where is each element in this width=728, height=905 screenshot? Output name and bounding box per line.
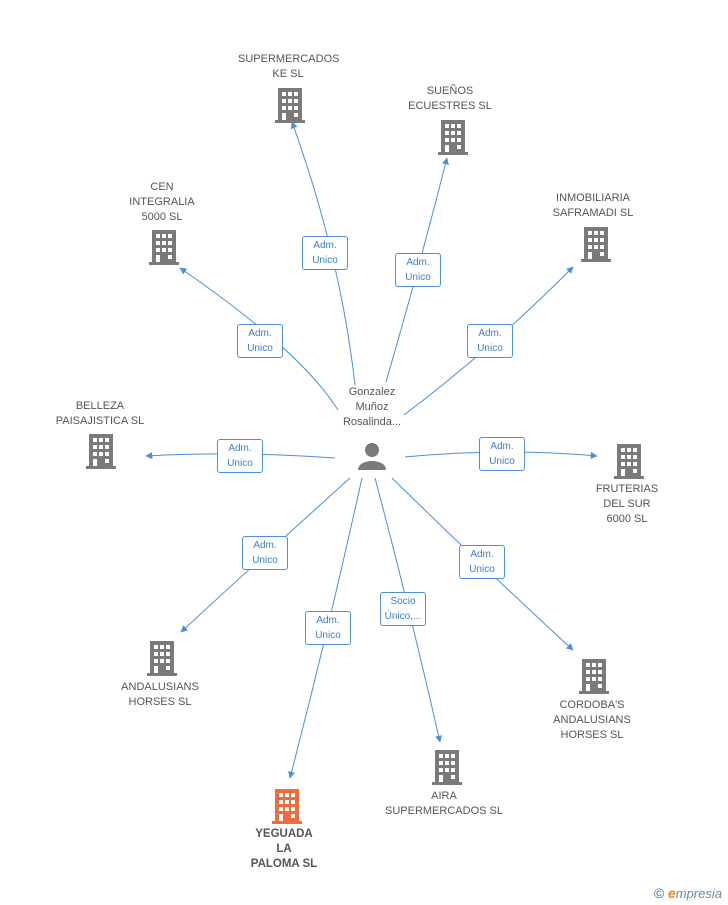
role-badge-yeguada-la-paloma: Adm. Unico [305, 611, 351, 645]
copyright-symbol: © [654, 885, 665, 901]
building-icon[interactable] [581, 227, 611, 262]
building-icon[interactable] [438, 120, 468, 155]
role-badge-supermercados-ke: Adm. Unico [302, 236, 348, 270]
company-label-suenos-ecuestres[interactable]: SUEÑOS ECUESTRES SL [408, 85, 492, 112]
company-label-cordobas-andalusians[interactable]: CORDOBA'S ANDALUSIANS HORSES SL [553, 699, 631, 741]
building-icon[interactable] [614, 444, 644, 479]
company-label-inmobiliaria-saframadi[interactable]: INMOBILIARIA SAFRAMADI SL [552, 192, 634, 219]
person-icon [358, 443, 386, 470]
building-icon[interactable] [86, 434, 116, 469]
building-icon[interactable] [272, 789, 302, 824]
role-badge-inmobiliaria-saframadi: Adm. Unico [467, 324, 513, 358]
building-icon[interactable] [275, 88, 305, 123]
role-badge-cen-integralia: Adm. Unico [237, 324, 283, 358]
company-label-supermercados-ke[interactable]: SUPERMERCADOS KE SL [238, 53, 340, 80]
building-icon[interactable] [432, 750, 462, 785]
company-label-yeguada-la-paloma[interactable]: YEGUADA LA PALOMA SL [250, 828, 318, 870]
role-badge-belleza-paisajistica: Adm. Unico [217, 439, 263, 473]
building-icon[interactable] [149, 230, 179, 265]
role-badge-andalusians-horses: Adm. Unico [242, 536, 288, 570]
role-badge-fruterias-del-sur: Adm. Unico [479, 437, 525, 471]
role-badge-aira-supermercados: Socio Único,... [380, 592, 426, 626]
brand-logo-e: e [667, 885, 676, 901]
role-badge-suenos-ecuestres: Adm. Unico [395, 253, 441, 287]
brand-watermark: © empresia [654, 885, 722, 901]
company-label-aira-supermercados[interactable]: AIRA SUPERMERCADOS SL [385, 790, 503, 817]
company-label-belleza-paisajistica[interactable]: BELLEZA PAISAJISTICA SL [55, 400, 145, 427]
center-person-name[interactable]: Gonzalez Muñoz Rosalinda... [342, 386, 402, 428]
company-label-andalusians-horses[interactable]: ANDALUSIANS HORSES SL [121, 681, 199, 708]
role-badge-cordobas-andalusians: Adm. Unico [459, 545, 505, 579]
company-label-cen-integralia[interactable]: CEN INTEGRALIA 5000 SL [129, 181, 195, 223]
building-icon[interactable] [147, 641, 177, 676]
brand-logo-text: mpresia [675, 886, 722, 901]
company-label-fruterias-del-sur[interactable]: FRUTERIAS DEL SUR 6000 SL [595, 483, 659, 525]
building-icon[interactable] [579, 659, 609, 694]
